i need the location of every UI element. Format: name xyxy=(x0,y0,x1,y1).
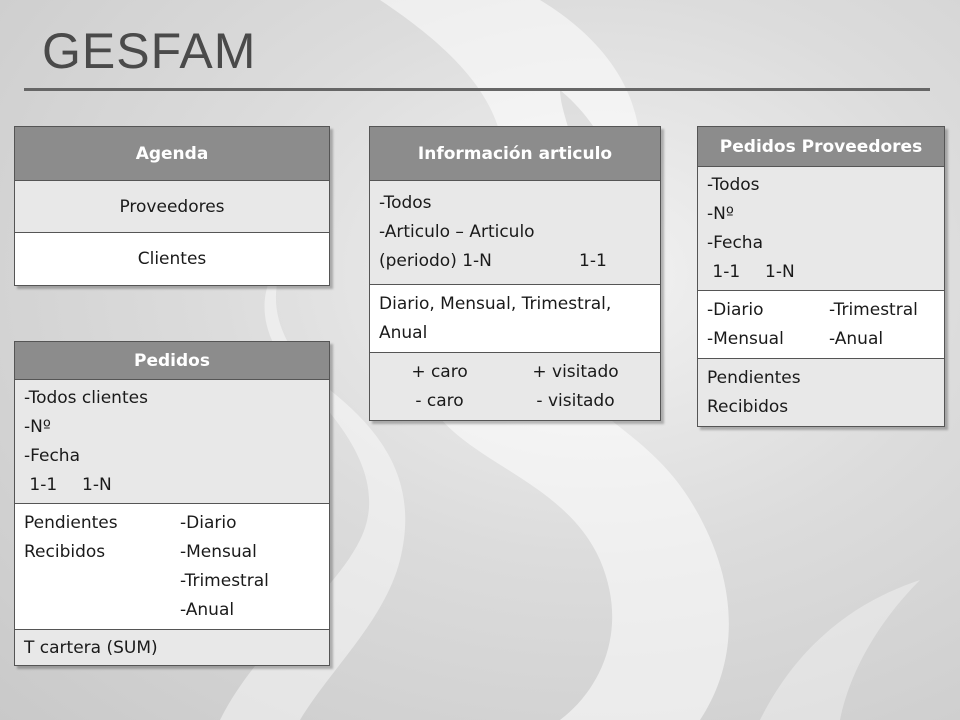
agenda-row-clientes[interactable]: Clientes xyxy=(14,232,330,286)
agenda-table: Agenda Proveedores Clientes xyxy=(14,126,330,286)
articulo-periods-cell: Diario, Mensual, Trimestral, Anual xyxy=(369,284,661,353)
proveedores-card-1-1: 1-1 xyxy=(707,261,741,282)
pedidos-filter-todos[interactable]: -Todos clientes xyxy=(24,387,148,408)
pedidos-header: Pedidos xyxy=(14,341,330,380)
ranking-visitado-minus[interactable]: - visitado xyxy=(536,390,615,411)
pedidos-filter-numero[interactable]: -Nº xyxy=(24,416,51,437)
proveedores-state-pendientes[interactable]: Pendientes xyxy=(707,367,801,388)
articulo-periods-line-2[interactable]: Anual xyxy=(379,322,428,343)
ranking-visitado-plus[interactable]: + visitado xyxy=(532,361,619,382)
pedidos-period-diario[interactable]: -Diario xyxy=(180,513,237,533)
pedidos-period-anual[interactable]: -Anual xyxy=(180,600,235,620)
pedidos-cardinality: 1-1 1-N xyxy=(24,471,320,500)
proveedores-period-mensual[interactable]: -Mensual xyxy=(707,328,784,349)
proveedores-periods-cell: -Diario -Mensual -Trimestral -Anual xyxy=(697,290,945,359)
pedidos-card-1-n: 1-N xyxy=(82,474,112,495)
pedidos-filters-cell: -Todos clientes -Nº -Fecha 1-1 1-N xyxy=(14,379,330,504)
articulo-filter-articulo[interactable]: -Articulo – Articulo xyxy=(379,222,535,242)
pedidos-card-1-1: 1-1 xyxy=(24,474,58,495)
articulo-periodo-label: (periodo) 1-N xyxy=(379,251,492,271)
proveedores-state-recibidos[interactable]: Recibidos xyxy=(707,396,789,417)
proveedores-filter-fecha[interactable]: -Fecha xyxy=(707,232,763,253)
articulo-periodo-card: 1-1 xyxy=(579,251,607,271)
agenda-row-proveedores[interactable]: Proveedores xyxy=(14,180,330,233)
agenda-header: Agenda xyxy=(14,126,330,181)
proveedores-period-anual[interactable]: -Anual xyxy=(829,328,884,349)
proveedores-states-cell: Pendientes Recibidos xyxy=(697,358,945,427)
ranking-caro-plus[interactable]: + caro xyxy=(411,361,468,382)
title-divider xyxy=(24,88,930,91)
pedidos-states-cell: Pendientes Recibidos -Diario -Mensual -T… xyxy=(14,503,330,630)
articulo-ranking-cell: + caro - caro + visitado - visitado xyxy=(369,352,661,421)
ranking-caro-minus[interactable]: - caro xyxy=(415,390,464,411)
proveedores-filter-todos[interactable]: -Todos xyxy=(707,174,760,195)
pedidos-total[interactable]: T cartera (SUM) xyxy=(14,629,330,666)
pedidos-proveedores-filters-cell: -Todos -Nº -Fecha 1-1 1-N xyxy=(697,166,945,291)
pedidos-state-pendientes[interactable]: Pendientes xyxy=(24,513,118,533)
proveedores-card-1-n: 1-N xyxy=(765,261,795,282)
informacion-articulo-table: Información articulo -Todos -Articulo – … xyxy=(369,126,661,421)
articulo-filter-todos[interactable]: -Todos xyxy=(379,193,432,213)
pedidos-period-mensual[interactable]: -Mensual xyxy=(180,542,257,562)
articulo-periodo-row: (periodo) 1-N 1-1 xyxy=(379,247,651,276)
pedidos-table: Pedidos -Todos clientes -Nº -Fecha 1-1 1… xyxy=(14,341,330,666)
pedidos-filter-fecha[interactable]: -Fecha xyxy=(24,445,80,466)
proveedores-filter-numero[interactable]: -Nº xyxy=(707,203,734,224)
proveedores-period-diario[interactable]: -Diario xyxy=(707,299,764,320)
pedidos-period-trimestral[interactable]: -Trimestral xyxy=(180,571,269,591)
informacion-articulo-header: Información articulo xyxy=(369,126,661,181)
page-title: GESFAM xyxy=(42,23,257,79)
articulo-periods-line-1[interactable]: Diario, Mensual, Trimestral, xyxy=(379,293,612,314)
proveedores-period-trimestral[interactable]: -Trimestral xyxy=(829,299,918,320)
proveedores-cardinality: 1-1 1-N xyxy=(707,258,935,287)
pedidos-state-recibidos[interactable]: Recibidos xyxy=(24,542,106,562)
informacion-articulo-filters-cell: -Todos -Articulo – Articulo (periodo) 1-… xyxy=(369,180,661,285)
pedidos-proveedores-header: Pedidos Proveedores xyxy=(697,126,945,167)
pedidos-proveedores-table: Pedidos Proveedores -Todos -Nº -Fecha 1-… xyxy=(697,126,945,427)
